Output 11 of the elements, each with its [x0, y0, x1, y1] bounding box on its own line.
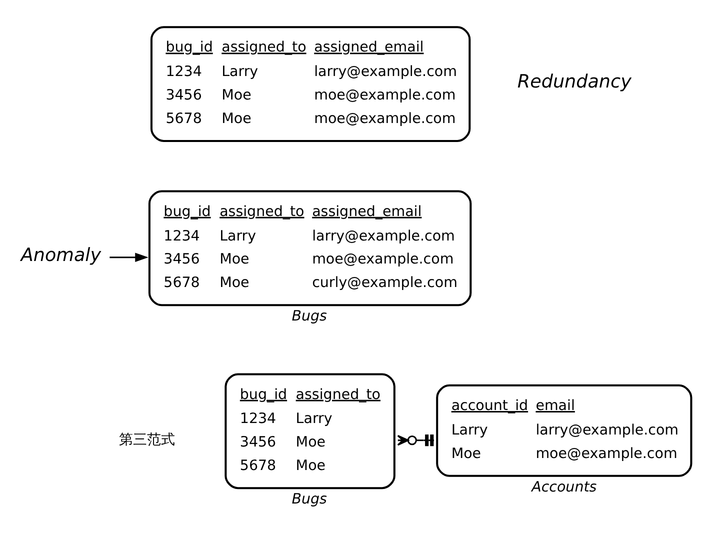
node-box: account_id email Larry larry@example.com Moe moe@example.com: [436, 384, 692, 476]
node-label: Accounts: [532, 478, 597, 495]
node-box: bug_id assigned_to assigned_email 1234 Larry larry@example.com 3456 Moe moe@example.com 5678 Moe moe@example.com: [150, 26, 471, 142]
arrow: [110, 252, 148, 262]
label: Redundancy: [517, 70, 632, 92]
node-label: Bugs: [292, 491, 327, 508]
node-box: bug_id assigned_to 1234 Larry 3456 Moe 5678 Moe: [224, 372, 396, 489]
label: 第三范式: [118, 432, 175, 448]
node-label: Bugs: [292, 308, 327, 324]
node-box: bug_id assigned_to assigned_email 1234 Larry larry@example.com 3456 Moe moe@example.com 5678 Moe curly@example.com: [148, 190, 472, 306]
node-text: Anomaly: [20, 244, 102, 266]
